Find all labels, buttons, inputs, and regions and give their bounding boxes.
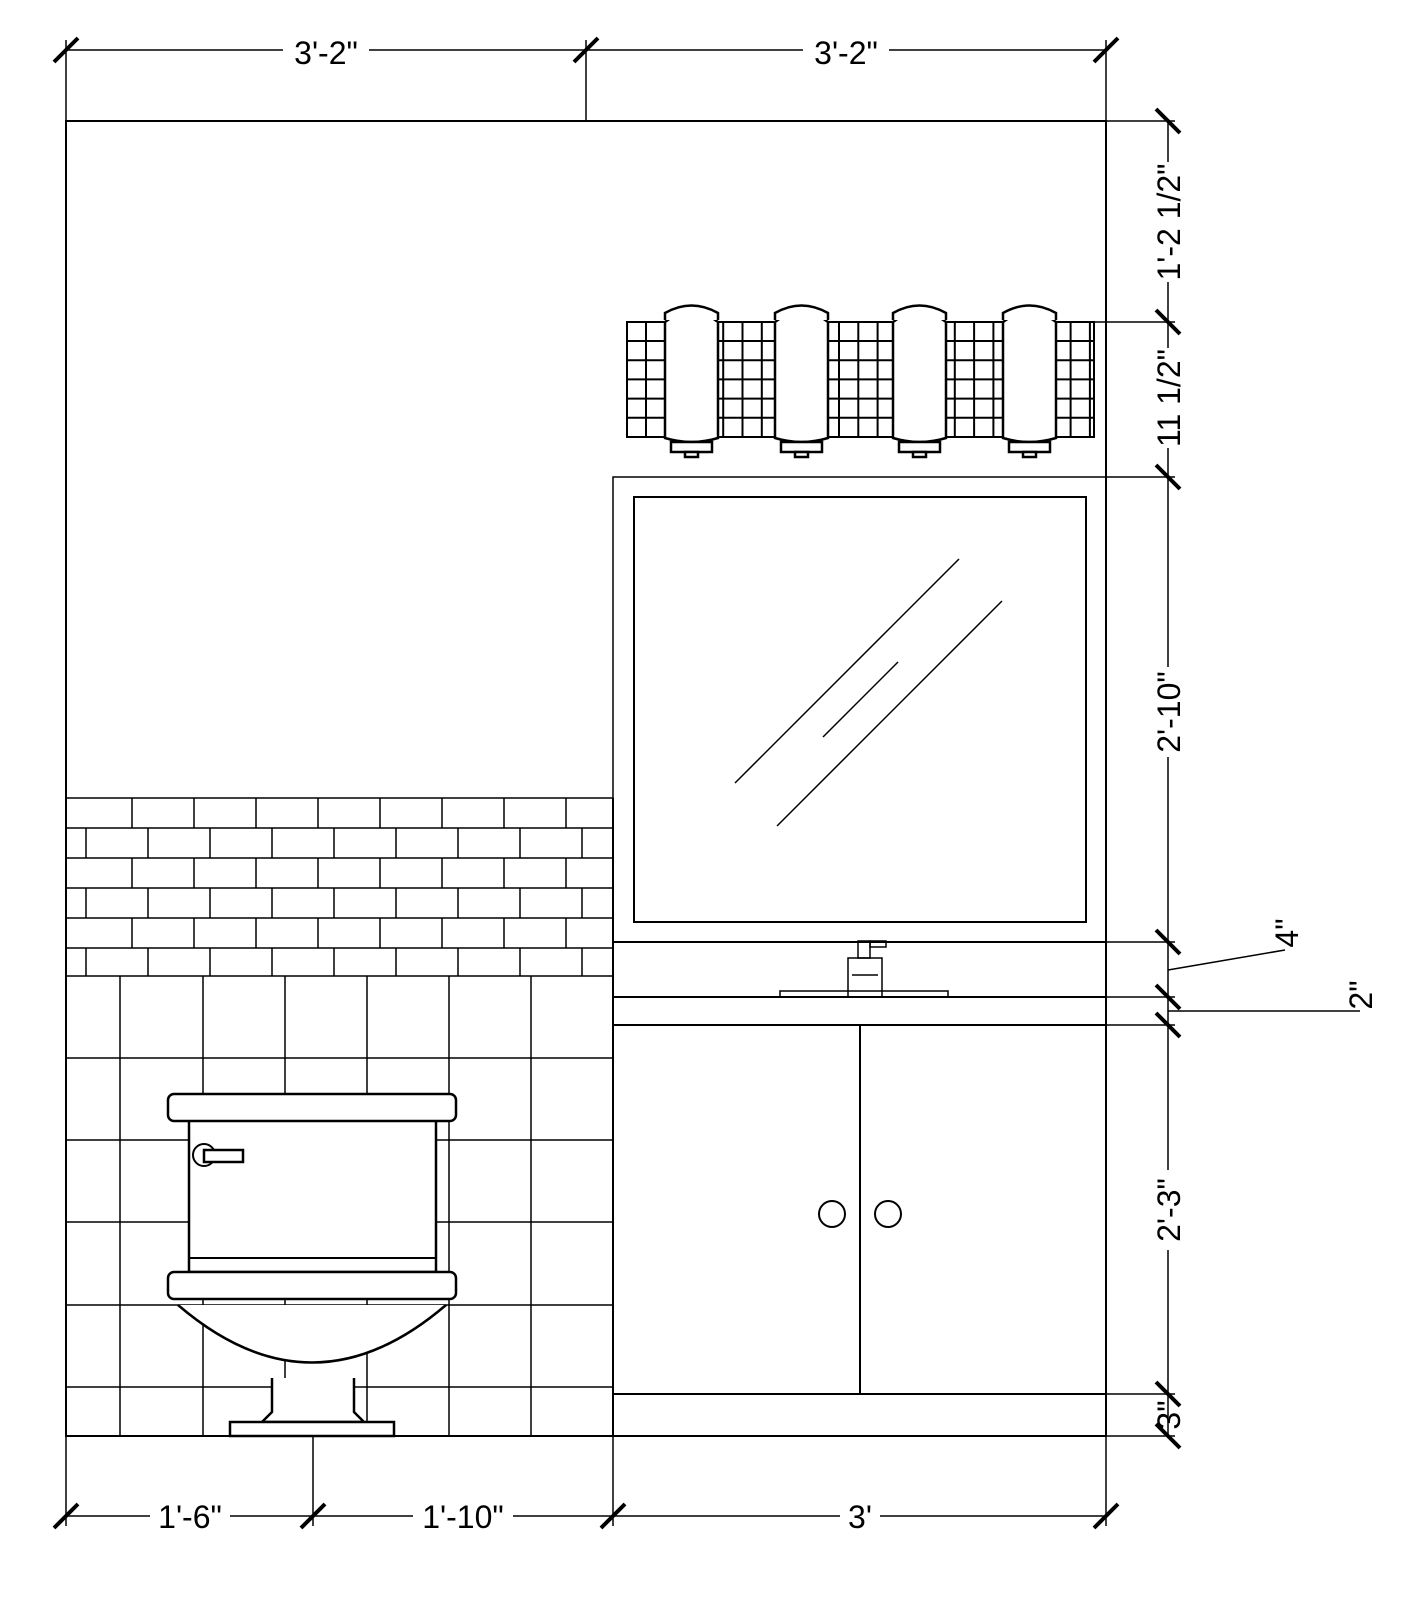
sconce-shades xyxy=(663,304,1058,459)
dimension-tick xyxy=(1154,463,1182,491)
door-knob-left xyxy=(818,1200,846,1228)
toilet-tank xyxy=(187,1118,438,1274)
dim-bottom-toilet: 1'-6" xyxy=(158,1499,222,1535)
dimension-tick xyxy=(1154,308,1182,336)
dim-top-left: 3'-2" xyxy=(294,35,358,71)
sconce-shade xyxy=(891,304,948,459)
dim-bottom-vanity: 3' xyxy=(848,1499,872,1535)
dimension-tick xyxy=(1092,1502,1120,1530)
dim-right-mirror: 2'-10" xyxy=(1151,671,1187,753)
dimension-tick xyxy=(599,1502,627,1530)
sconce-shade xyxy=(773,304,830,459)
tank-lid xyxy=(166,1092,458,1123)
dimension-tick xyxy=(1154,107,1182,135)
backsplash xyxy=(612,941,1107,998)
mirror-glare-line xyxy=(822,661,899,738)
dimension-tick xyxy=(1154,928,1182,956)
dimension-tick xyxy=(1092,36,1120,64)
dim-right-toekick: 3" xyxy=(1151,1400,1187,1429)
toilet-seat xyxy=(166,1270,458,1301)
mirror xyxy=(612,476,1107,943)
toilet xyxy=(166,1092,458,1438)
toilet-foot xyxy=(228,1420,396,1438)
dimension-tick xyxy=(1154,983,1182,1011)
toe-kick xyxy=(612,1393,1107,1437)
door-knob-right xyxy=(874,1200,902,1228)
dimension-tick xyxy=(299,1502,327,1530)
dim-bottom-gap: 1'-10" xyxy=(422,1499,504,1535)
dim-right-countertop: 2" xyxy=(1343,980,1379,1009)
mirror-glare-line xyxy=(734,558,960,784)
dim-right-top: 1'-2 1/2" xyxy=(1151,163,1187,280)
dimension-tick xyxy=(1154,1380,1182,1408)
toilet-bowl xyxy=(177,1304,447,1364)
dim-top-right: 3'-2" xyxy=(814,35,878,71)
faucet xyxy=(779,940,949,998)
dim-right-cabinet: 2'-3" xyxy=(1151,1178,1187,1242)
extension-lines xyxy=(65,40,1360,1526)
countertop xyxy=(612,996,1107,1026)
dim-right-sconce: 11 1/2" xyxy=(1151,349,1187,447)
sconce-shade xyxy=(663,304,720,459)
vanity xyxy=(612,940,1107,1437)
dimension-tick xyxy=(572,36,600,64)
dim-right-backsplash: 4" xyxy=(1269,918,1305,947)
sconce-shade xyxy=(1001,304,1058,459)
mirror-glare-line xyxy=(776,600,1003,827)
dimension-tick xyxy=(52,1502,80,1530)
wall-sconce xyxy=(626,304,1095,459)
leader-4in xyxy=(1167,949,1286,971)
dimension-tick xyxy=(52,36,80,64)
toilet-pedestal xyxy=(258,1378,368,1424)
dimension-tick xyxy=(1154,1011,1182,1039)
dimension-tick xyxy=(1154,1422,1182,1450)
